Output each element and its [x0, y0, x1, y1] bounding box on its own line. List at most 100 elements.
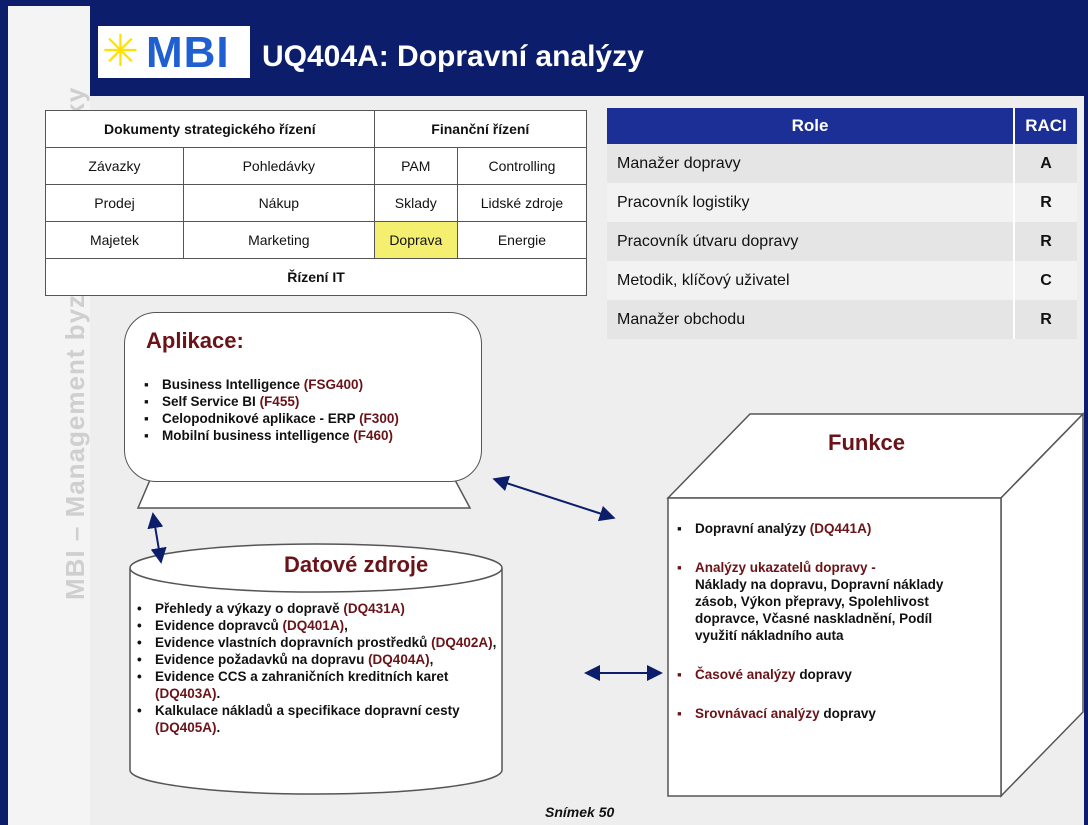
list-item: ▪Self Service BI (F455): [144, 393, 474, 410]
raci-code: R: [1013, 222, 1077, 261]
bullet-icon: ▪: [144, 428, 149, 443]
bullet-icon: ▪: [677, 706, 682, 721]
database-cylinder-body: [129, 568, 503, 795]
data-sources-list: • Přehledy a výkazy o dopravě (DQ431A) • E…: [137, 600, 509, 736]
raci-code: A: [1013, 144, 1077, 183]
item-code: (DQ431A): [343, 601, 405, 616]
item-code: (DQ405A): [155, 720, 217, 735]
cell-process[interactable]: Controlling: [456, 147, 588, 185]
item-code: (DQ402A): [431, 635, 493, 650]
item-code: (F460): [353, 428, 394, 443]
header-bar: [90, 6, 1084, 96]
bullet-icon: •: [137, 601, 142, 616]
bullet-icon: •: [137, 652, 142, 667]
frame-left: [0, 0, 8, 825]
bullet-icon: ▪: [677, 521, 682, 536]
table-row: Pracovník logistiky R: [607, 183, 1077, 222]
raci-table: Role RACI Manažer dopravy A Pracovník lo…: [607, 108, 1077, 339]
cell-process[interactable]: Prodej: [45, 184, 184, 222]
item-code: (DQ404A): [368, 652, 430, 667]
data-sources-title: Datové zdroje: [284, 552, 429, 577]
raci-code: C: [1013, 261, 1077, 300]
raci-code: R: [1013, 300, 1077, 339]
cell-process-highlighted[interactable]: Doprava: [373, 221, 458, 259]
logo-text: MBI: [146, 28, 230, 77]
raci-role: Pracovník útvaru dopravy: [607, 222, 1014, 261]
bullet-icon: •: [137, 635, 142, 650]
item-head: Analýzy ukazatelů dopravy -: [695, 560, 876, 575]
list-item: • Přehledy a výkazy o dopravě (DQ431A): [137, 600, 509, 617]
cell-process[interactable]: Sklady: [373, 184, 458, 222]
bullet-icon: ▪: [144, 377, 149, 392]
list-item: ▪Celopodnikové aplikace - ERP (F300): [144, 410, 474, 427]
bullet-icon: •: [137, 703, 142, 718]
bullet-icon: ▪: [144, 394, 149, 409]
item-text: Přehledy a výkazy o dopravě: [155, 601, 344, 616]
list-item: ▪Business Intelligence (FSG400): [144, 376, 474, 393]
frame-right: [1084, 0, 1088, 825]
cell-process[interactable]: Energie: [456, 221, 588, 259]
item-code: (FSG400): [303, 377, 364, 392]
raci-header-raci: RACI: [1013, 108, 1077, 144]
item-tail: ,: [429, 652, 434, 667]
table-row: Metodik, klíčový uživatel C: [607, 261, 1077, 300]
item-text: Evidence CCS a zahraničních kreditních k…: [155, 669, 449, 684]
sun-icon: ✳: [102, 27, 139, 76]
item-text: Evidence požadavků na dopravu: [155, 652, 369, 667]
bullet-icon: •: [137, 669, 142, 684]
item-code: (DQ401A): [282, 618, 345, 633]
item-text: Kalkulace nákladů a specifikace dopravní…: [155, 703, 460, 718]
list-item: • Kalkulace nákladů a specifikace dopravn…: [137, 702, 509, 736]
arrow-app-data: [147, 512, 167, 564]
raci-role: Manažer dopravy: [607, 144, 1014, 183]
functions-list: ▪Dopravní analýzy (DQ441A) ▪Analýzy ukaz…: [677, 520, 967, 722]
list-item: • Evidence CCS a zahraničních kreditních …: [137, 668, 509, 702]
list-item: ▪Časové analýzy dopravy: [677, 666, 967, 683]
cell-it-management[interactable]: Řízení IT: [45, 258, 587, 296]
cube-front: [667, 497, 1002, 797]
item-tail: .: [216, 720, 221, 735]
cell-process[interactable]: PAM: [373, 147, 458, 185]
raci-role: Manažer obchodu: [607, 300, 1014, 339]
table-row: Pracovník útvaru dopravy R: [607, 222, 1077, 261]
cell-finance[interactable]: Finanční řízení: [373, 110, 588, 148]
cell-process[interactable]: Lidské zdroje: [456, 184, 588, 222]
item-body: Náklady na dopravu, Dopravní náklady zás…: [695, 577, 944, 643]
functions-title: Funkce: [828, 430, 906, 455]
item-code: (F300): [359, 411, 399, 426]
mbi-logo: ✳ MBI: [98, 26, 250, 78]
raci-header-role: Role: [607, 108, 1014, 144]
list-item: ▪ Analýzy ukazatelů dopravy - Náklady na d…: [677, 559, 967, 644]
list-item: • Evidence požadavků na dopravu (DQ404A),: [137, 651, 509, 668]
applications-list: ▪Business Intelligence (FSG400) ▪ Self Se…: [144, 376, 474, 444]
item-text: dopravy: [819, 706, 876, 721]
cell-process[interactable]: Pohledávky: [182, 147, 375, 185]
item-code: (DQ403A): [155, 686, 217, 701]
item-text: Mobilní business intelligence: [162, 428, 354, 443]
bullet-icon: •: [137, 618, 142, 633]
raci-role: Pracovník logistiky: [607, 183, 1014, 222]
list-item: ▪ Mobilní business intelligence (F460): [144, 427, 474, 444]
raci-code: R: [1013, 183, 1077, 222]
list-item: ▪ Srovnávací analýzy dopravy: [677, 705, 967, 722]
cell-process[interactable]: Majetek: [45, 221, 184, 259]
applications-title: Aplikace:: [146, 328, 244, 353]
item-text: dopravy: [795, 667, 852, 682]
monitor-stand: [136, 479, 472, 509]
applications-monitor: [124, 312, 482, 482]
bullet-icon: ▪: [677, 560, 682, 575]
item-tail: .: [216, 686, 221, 701]
cell-strategic[interactable]: Dokumenty strategického řízení: [45, 110, 375, 148]
item-tail: ,: [492, 635, 497, 650]
item-head: Srovnávací analýzy: [695, 706, 820, 721]
frame-top: [0, 0, 1088, 6]
database-cylinder-top: [129, 543, 503, 593]
item-text: Self Service BI: [162, 394, 260, 409]
raci-role: Metodik, klíčový uživatel: [607, 261, 1014, 300]
item-head: Časové analýzy: [695, 667, 796, 682]
item-tail: ,: [344, 618, 348, 633]
cell-process[interactable]: Nákup: [182, 184, 375, 222]
item-text: Celopodnikové aplikace - ERP: [162, 411, 360, 426]
